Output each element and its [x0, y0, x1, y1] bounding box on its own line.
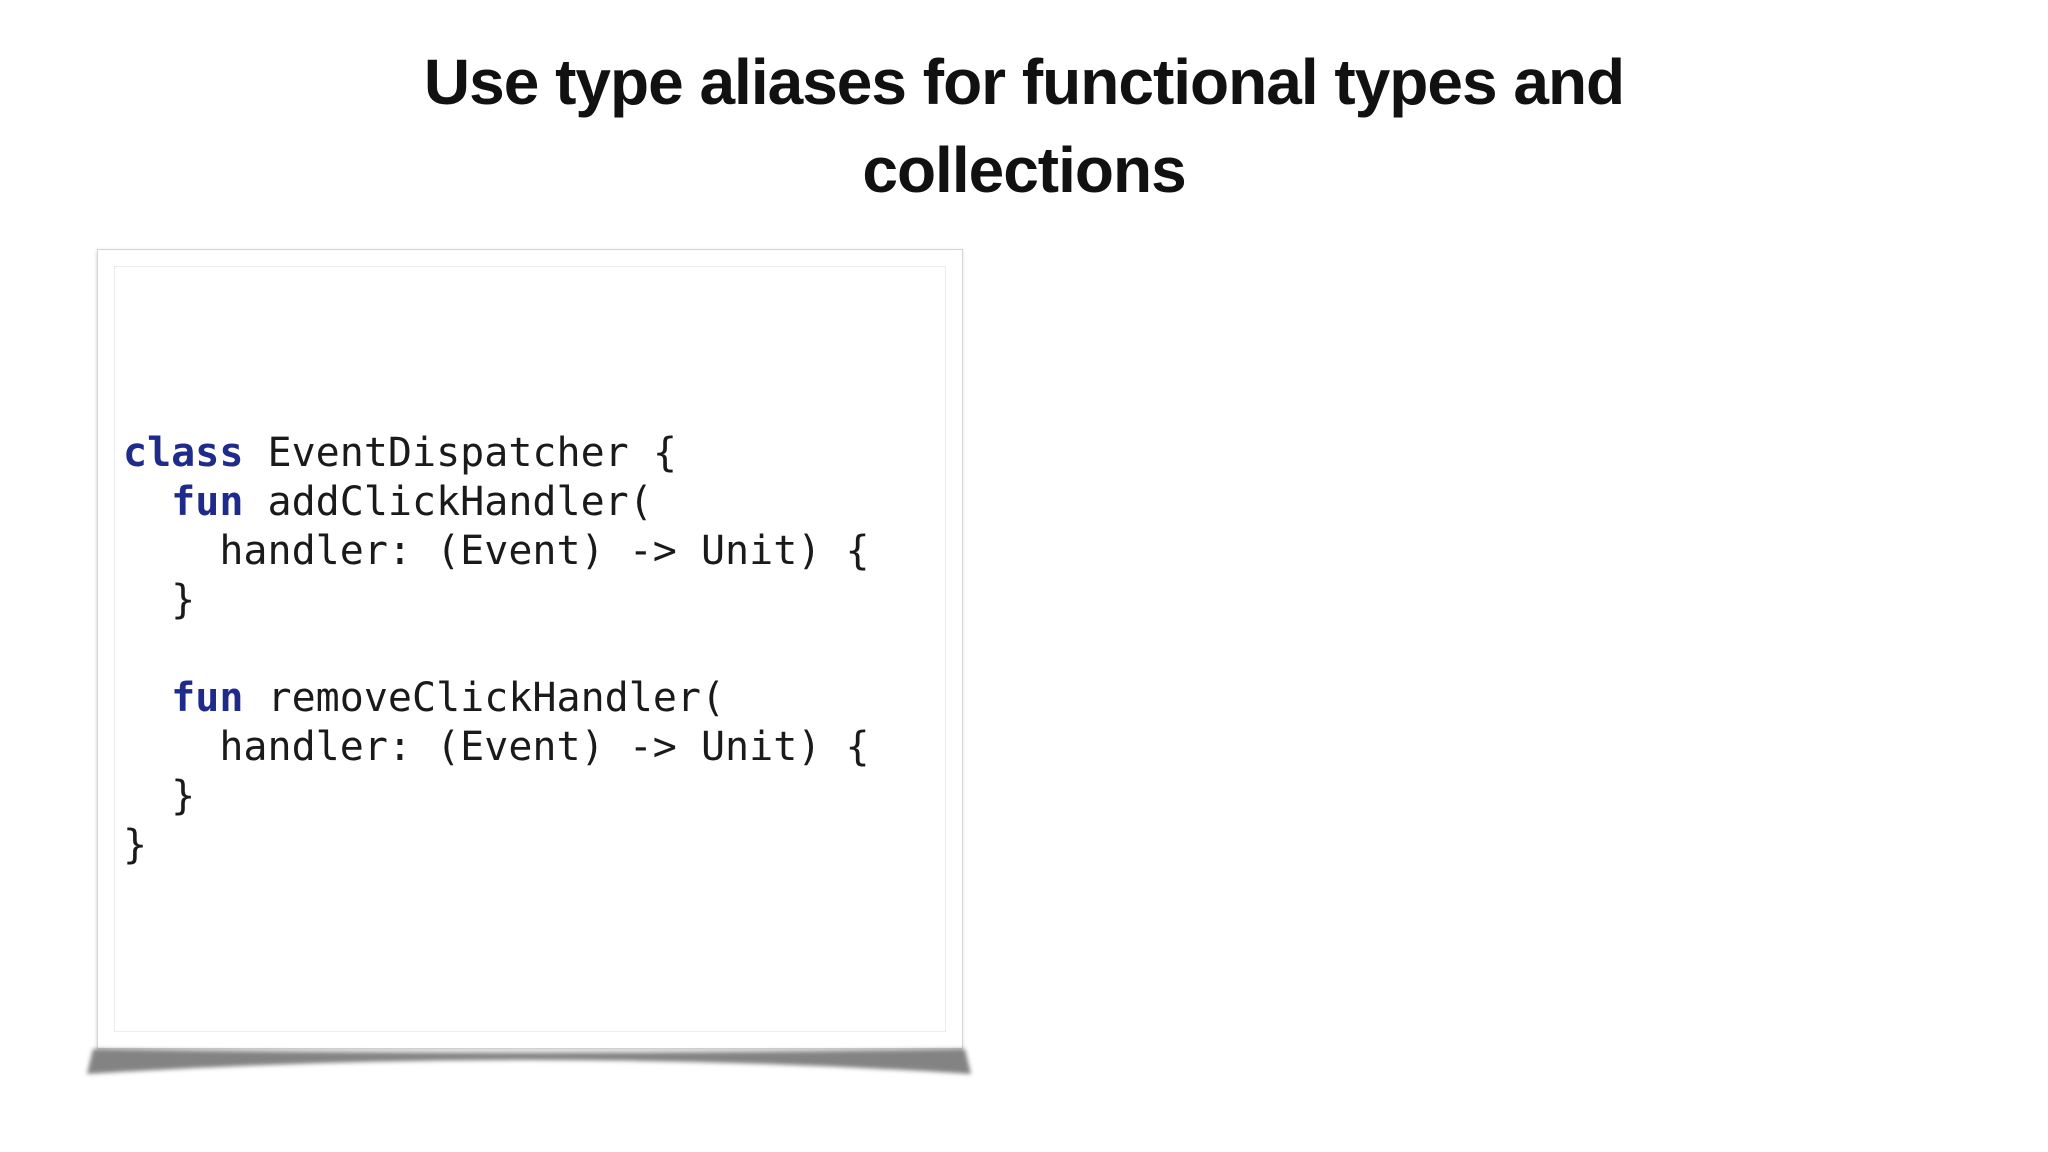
code-card-frame: class EventDispatcher { fun addClickHand… — [114, 266, 946, 1032]
code-line: } — [123, 821, 148, 868]
code-line: class EventDispatcher { — [123, 429, 677, 476]
code-block: class EventDispatcher { fun addClickHand… — [115, 429, 870, 870]
title-line-2: collections — [862, 134, 1186, 206]
code-line: fun addClickHandler( — [171, 478, 653, 525]
code-line: fun removeClickHandler( — [171, 674, 726, 721]
code-line: handler: (Event) -> Unit) { — [123, 527, 870, 574]
title-line-1: Use type aliases for functional types an… — [423, 46, 1625, 118]
code-line: } — [123, 576, 196, 623]
card-bottom-shadow — [87, 1049, 971, 1074]
code-line: handler: (Event) -> Unit) { — [123, 723, 870, 770]
slide-title: Use type aliases for functional types an… — [0, 38, 2048, 214]
code-lines: class EventDispatcher { fun addClickHand… — [123, 429, 870, 870]
code-line — [123, 625, 870, 674]
code-card: class EventDispatcher { fun addClickHand… — [97, 249, 963, 1049]
code-line: } — [123, 772, 196, 819]
